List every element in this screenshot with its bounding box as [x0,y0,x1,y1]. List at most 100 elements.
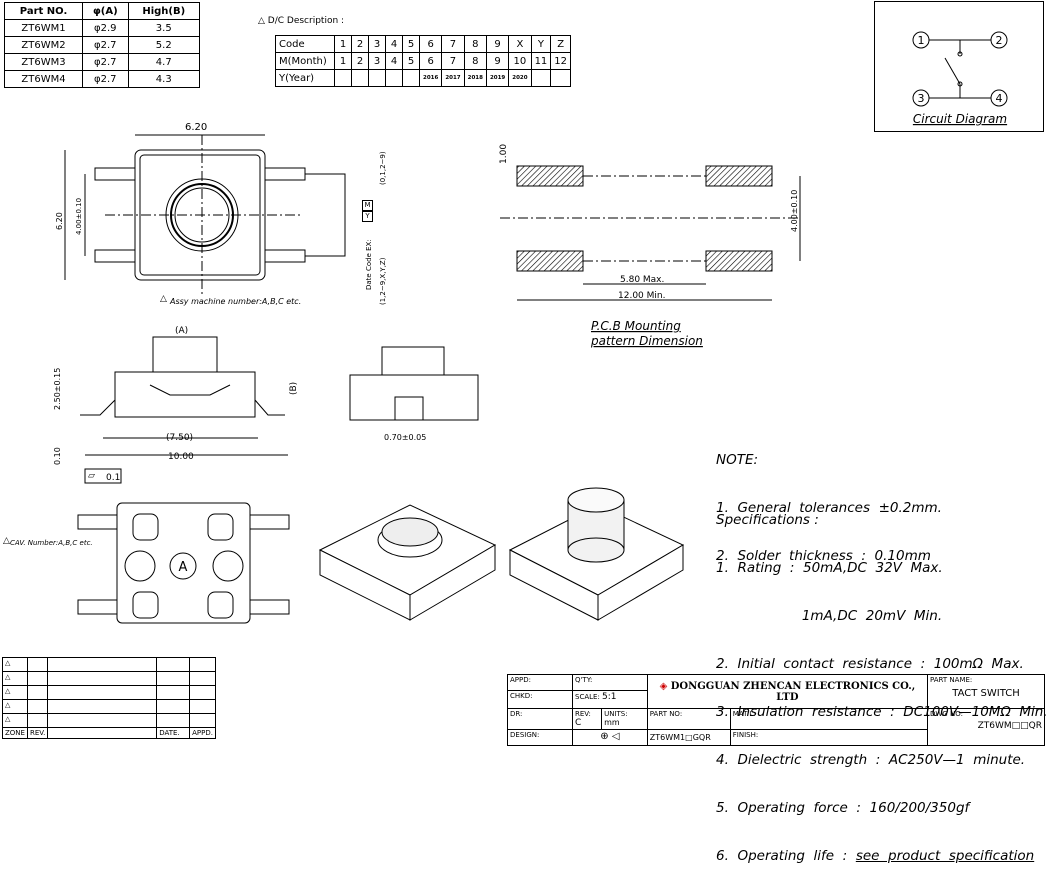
cell: 2017 [441,69,465,87]
pcb-title-1: P.C.B Mounting [591,319,681,333]
rev-value: C [575,718,582,728]
note-item: 2. Solder thickness : 0.10mm [716,548,931,564]
date-code-box-y: Y [362,211,373,222]
revision-triangle-icon: △ [2,685,28,700]
pcb-span-dim: 12.00 Min. [618,291,665,301]
dr-label: DR: [507,708,573,730]
appd-label: APPD: [507,674,573,691]
table-row: Code 1 2 3 4 5 6 7 8 9 X Y Z [275,35,572,53]
front-view [349,346,479,421]
rev-date-label: DATE. [156,727,191,739]
dim-0-10: 0.10 [53,447,62,465]
spec-line: 4. Dielectric strength : AC250V—1 minute… [716,752,1026,768]
revision-triangle-icon: △ [2,713,28,728]
dc-range-1: (0,1,2~9) [379,151,387,185]
dim-b: (B) [289,382,299,395]
cell: ZT6WM4 [3,70,84,88]
spec-line: 5. Operating force : 160/200/350gf [716,800,970,816]
part-number-table: Part NO. φ(A) High(B) ZT6WM1 φ2.9 3.5 ZT… [3,2,201,88]
projection-symbol-icon: ⊕ ◁ [572,729,648,746]
rev-cell: REV: C [571,708,603,730]
isometric-view-low [318,504,497,621]
dwg-no: ZT6WM□□QR [977,721,1042,731]
spec-link[interactable]: see product specification [855,848,1035,864]
cell: 2020 [508,69,532,87]
pcb-pad-dim: 1.00 [499,144,509,164]
dc-range-2: (1,2~9,X,Y,Z) [379,257,387,305]
part-name: TACT SWITCH [952,688,1020,699]
company-name: ◈ DONGGUAN ZHENCAN ELECTRONICS CO., LTD [646,674,929,709]
design-label: DESIGN: [507,729,573,746]
pin-2-label: 2 [996,34,1003,47]
table-row: ZT6WM2 φ2.7 5.2 [3,36,201,54]
units-value: mm [604,718,620,727]
assy-triangle-icon: △ [160,294,167,304]
spec-line: 2. Initial contact resistance : 100mΩ Ma… [716,656,1024,672]
cell: 2019 [485,69,510,87]
bottom-view [77,502,290,624]
cell: φ2.7 [82,70,129,88]
chkd-label: CHKD: [507,690,573,709]
cav-note: CAV. Number:A,B,C etc. [10,539,93,547]
scale-cell: SCALE: 5:1 [572,690,648,709]
isometric-view-high [508,487,685,621]
flatness-value: 0.1 [106,473,120,483]
dc-table: Code 1 2 3 4 5 6 7 8 9 X Y Z M(Month) 1 … [275,35,572,87]
dim-a: (A) [175,326,188,336]
specs-title: Specifications : [716,512,819,528]
pcb-gap-dim: 5.80 Max. [620,275,664,285]
pin-4-label: 4 [996,92,1003,105]
circuit-title: Circuit Diagram [913,112,1007,126]
dim-2-50: 2.50±0.15 [53,368,62,410]
top-view [64,134,346,295]
title-block: APPD: Q'TY: ◈ DONGGUAN ZHENCAN ELECTRONI… [507,674,1045,746]
spec-line: 1mA,DC 20mV Min. [716,608,943,624]
note-item: 1. General tolerances ±0.2mm. [716,500,942,516]
spec-line: 6. Operating life : see product specific… [716,848,1035,864]
revision-triangle-icon: △ [2,657,28,672]
dc-title: △ D/C Description : [258,16,345,26]
notes-block: NOTE: 1. General tolerances ±0.2mm. 2. S… [716,420,942,580]
qty-label: Q'TY: [572,674,648,691]
revision-table: △ △ △ △ △ ZONE REV. DATE. APPD. [2,657,216,739]
part-no: ZT6WM1□GQR [646,729,731,746]
cav-letter: A [179,560,188,575]
cav-triangle-icon: △ [3,536,10,546]
part-no-cell: PART NO: [646,708,731,730]
side-view [80,336,288,484]
date-code-label: Date Code EX: [365,239,373,290]
cell [550,69,572,87]
dim-7-50: (7.50) [166,433,193,443]
rev-zone-label: ZONE [2,727,28,739]
pcb-pitch-dim: 4.00±0.10 [790,190,799,232]
circuit-schematic: 1 2 3 4 Circuit Diagram [912,31,1008,126]
company-logo-icon: ◈ [659,680,671,692]
circuit-diagram-box: 1 2 3 4 Circuit Diagram [874,1,1044,132]
spec-line: 1. Rating : 50mA,DC 32V Max. [716,560,943,576]
top-inner-dim: 4.00±0.10 [75,198,83,235]
revision-triangle-icon: △ [2,671,28,686]
rev-appd-label: APPD. [189,727,216,739]
pin-1-label: 1 [918,34,925,47]
scale-value: 5:1 [602,692,617,702]
rev-rev-label: REV. [26,727,49,739]
dwg-no-cell: DWG NO:ZT6WM□□QR [927,708,1045,746]
revision-triangle-icon: △ [2,699,28,714]
date-code-box-m: M [362,200,373,211]
top-width-dim: 6.20 [185,122,207,133]
cell: φ2.7 [82,53,129,71]
matl-label: MAT'L: [729,708,929,730]
pin-3-label: 3 [918,92,925,105]
top-height-dim: 6.20 [55,212,64,230]
dim-10-00: 10.00 [168,452,194,462]
flatness-icon: ▱ [88,471,95,481]
table-row: ZT6WM3 φ2.7 4.7 [3,53,201,71]
units-cell: UNITS: mm [601,708,648,730]
pcb-pattern [500,165,801,301]
table-row: Y(Year) 2016 2017 2018 2019 2020 [275,69,572,87]
notes-title: NOTE: [716,452,759,468]
part-name-cell: PART NAME:TACT SWITCH [927,674,1045,709]
assy-note: Assy machine number:A,B,C etc. [169,297,301,306]
pcb-title-2: pattern Dimension [590,334,703,348]
dim-0-70: 0.70±0.05 [384,433,426,442]
